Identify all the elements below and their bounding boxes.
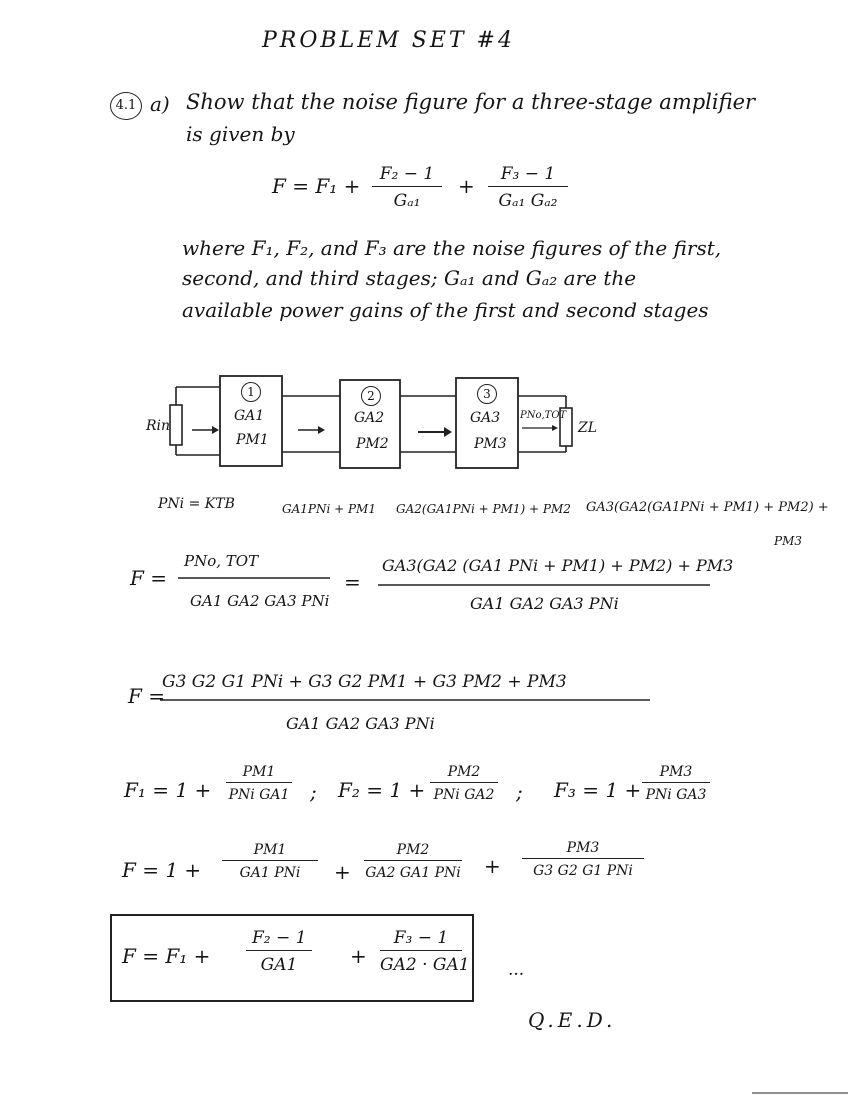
final-frac2-den: GA2 · GA1 — [380, 955, 470, 975]
given-eq-plus: + — [458, 174, 475, 198]
eq1-lhs: F = — [130, 566, 167, 590]
zl-label: ZL — [578, 420, 598, 436]
fraction-bar — [372, 186, 442, 187]
eq3-f1-frac: PM1 PNi GA1 — [226, 764, 292, 803]
eq4-frac1-den: GA1 PNi — [239, 865, 301, 881]
problem-part: a) — [150, 92, 170, 116]
stage-2-number: 2 — [361, 386, 381, 406]
node-3-expression-cont: PM3 — [774, 534, 802, 548]
fraction-bar — [364, 860, 462, 861]
eq4-lhs: F = 1 + — [122, 858, 202, 882]
eq1-numerator-expanded: GA3(GA2 (GA1 PNi + PM1) + PM2) + PM3 — [382, 556, 734, 575]
stage-1-noise: PM1 — [236, 432, 269, 448]
eq3-f2-num: PM2 — [447, 764, 481, 780]
final-lhs: F = F₁ + — [122, 944, 211, 968]
eq1-equals: = — [344, 570, 361, 594]
eq3-f3-frac: PM3 PNi GA3 — [642, 764, 710, 803]
final-plus: + — [350, 944, 367, 968]
stage-3-number: 3 — [477, 384, 497, 404]
statement-line-1: Show that the noise figure for a three-s… — [186, 90, 756, 114]
eq3-separator-2: ; — [516, 780, 523, 804]
fraction-bar — [226, 782, 292, 783]
eq4-frac1-num: PM1 — [253, 842, 287, 858]
eq4-frac2-den: GA2 GA1 PNi — [365, 865, 461, 881]
qed-mark: Q.E.D. — [528, 1008, 617, 1032]
page-title: PROBLEM SET #4 — [262, 28, 515, 53]
eq3-f3-num: PM3 — [659, 764, 693, 780]
stage-3-box — [455, 377, 519, 469]
statement-line-2: is given by — [186, 122, 295, 146]
eq1-numerator: PNo, TOT — [184, 552, 259, 570]
final-result-box — [110, 914, 474, 1002]
problem-number: 4.1 — [115, 98, 137, 113]
eq3-f2-frac: PM2 PNi GA2 — [430, 764, 498, 803]
fraction-bar — [642, 782, 710, 783]
eq2-numerator: G3 G2 G1 PNi + G3 G2 PM1 + G3 PM2 + PM3 — [162, 672, 567, 692]
final-frac2: F₃ − 1 GA2 · GA1 — [380, 928, 470, 975]
eq4-frac2-num: PM2 — [396, 842, 430, 858]
fraction-bar — [488, 186, 568, 187]
where-line-2: second, and third stages; Gₐ₁ and Gₐ₂ ar… — [182, 266, 637, 290]
eq3-f1: F₁ = 1 + — [124, 778, 212, 802]
stage-2-noise: PM2 — [356, 436, 389, 452]
given-eq-frac1: F₂ − 1 Gₐ₁ — [372, 164, 442, 211]
eq4-frac3: PM3 G3 G2 G1 PNi — [522, 840, 644, 879]
stage-1-box — [219, 375, 283, 467]
stage-1-gain: GA1 — [234, 408, 265, 424]
eq2-denominator: GA1 GA2 GA3 PNi — [286, 714, 435, 733]
where-line-1: where F₁, F₂, and F₃ are the noise figur… — [182, 236, 722, 260]
fraction-bar — [430, 782, 498, 783]
final-frac1: F₂ − 1 GA1 — [246, 928, 312, 975]
eq3-f1-den: PNi GA1 — [228, 787, 290, 803]
stage-3-noise: PM3 — [474, 436, 507, 452]
given-frac1-num: F₂ − 1 — [379, 164, 435, 184]
stage-1-num: 1 — [247, 385, 255, 399]
given-frac2-den: Gₐ₁ Gₐ₂ — [498, 191, 558, 211]
given-frac2-num: F₃ − 1 — [500, 164, 556, 184]
eq3-f1-num: PM1 — [242, 764, 276, 780]
fraction-bar — [380, 950, 462, 951]
fraction-bar — [222, 860, 318, 861]
problem-number-badge: 4.1 — [110, 92, 142, 120]
eq1-denominator-expanded: GA1 GA2 GA3 PNi — [470, 594, 619, 613]
eq3-f3: F₃ = 1 + — [554, 778, 642, 802]
final-frac2-num: F₃ − 1 — [393, 928, 449, 948]
stage-2-box — [339, 379, 401, 469]
eq3-f3-den: PNi GA3 — [645, 787, 707, 803]
eq3-f2: F₂ = 1 + — [338, 778, 426, 802]
eq4-plus-1: + — [334, 860, 351, 884]
stage-3-num: 3 — [483, 387, 491, 401]
given-eq-lhs: F = F₁ + — [272, 174, 361, 198]
input-resistor — [169, 404, 183, 446]
eq3-f2-den: PNi GA2 — [433, 787, 495, 803]
stage-2-num: 2 — [367, 389, 375, 403]
node-3-expression: GA3(GA2(GA1PNi + PM1) + PM2) + — [586, 500, 829, 515]
eq2-lhs: F = — [128, 684, 165, 708]
rin-label: Rin — [146, 418, 171, 434]
eq4-frac1: PM1 GA1 PNi — [222, 842, 318, 881]
given-frac1-den: Gₐ₁ — [393, 191, 421, 211]
final-frac1-den: GA1 — [260, 955, 298, 975]
final-ellipsis: ... — [508, 960, 525, 980]
stage-3-gain: GA3 — [470, 410, 501, 426]
eq4-frac3-den: G3 G2 G1 PNi — [533, 863, 633, 879]
pni-label: PNi = KTB — [158, 496, 235, 512]
eq4-frac3-num: PM3 — [566, 840, 600, 856]
eq1-denominator: GA1 GA2 GA3 PNi — [190, 592, 330, 610]
node-1-expression: GA1PNi + PM1 — [282, 502, 376, 516]
where-line-3: available power gains of the first and s… — [182, 298, 709, 322]
eq4-plus-2: + — [484, 854, 501, 878]
pout-label: PNo,TOT — [520, 410, 567, 421]
eq4-frac2: PM2 GA2 GA1 PNi — [364, 842, 462, 881]
eq3-separator-1: ; — [310, 780, 317, 804]
stage-1-number: 1 — [241, 382, 261, 402]
stage-2-gain: GA2 — [354, 410, 385, 426]
fraction-bar — [522, 858, 644, 859]
given-eq-frac2: F₃ − 1 Gₐ₁ Gₐ₂ — [488, 164, 568, 211]
fraction-bar — [246, 950, 312, 951]
final-frac1-num: F₂ − 1 — [252, 928, 307, 948]
node-2-expression: GA2(GA1PNi + PM1) + PM2 — [396, 502, 571, 516]
